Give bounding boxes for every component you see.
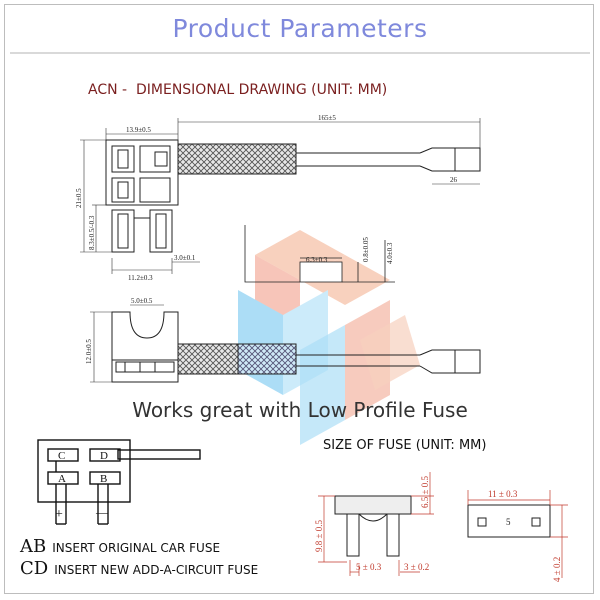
legend-code-ab: AB <box>20 536 47 557</box>
side-view-drawing <box>111 311 481 383</box>
caption-low-profile: Works great with Low Profile Fuse <box>132 398 468 422</box>
slot-c-label: C <box>58 450 65 462</box>
page-frame <box>4 4 594 594</box>
fuse-top-dimensions <box>467 490 568 578</box>
dim-height-total: 21±0.5 <box>75 188 83 208</box>
plus-label: + <box>55 507 63 522</box>
minus-label: — <box>95 505 109 519</box>
dimension-lines-top <box>80 118 481 274</box>
braided-sleeve <box>177 143 297 175</box>
title-divider <box>10 52 590 54</box>
fuse-size-title: SIZE OF FUSE (UNIT: MM) <box>323 438 487 453</box>
fuse-dim-gap: 3 ± 0.2 <box>404 562 429 572</box>
legend-text-cd: INSERT NEW ADD-A-CIRCUIT FUSE <box>54 563 259 577</box>
wire-terminal <box>419 147 481 172</box>
fuse-side-dimensions <box>318 472 434 576</box>
dim-length: 165±5 <box>318 114 336 122</box>
fuse-rating: 5 <box>506 517 511 527</box>
circuit-diagram <box>37 439 201 525</box>
dim-side-top: 5.0±0.5 <box>131 297 153 305</box>
legend-code-cd: CD <box>20 558 49 579</box>
fuse-dim-width: 11 ± 0.3 <box>488 489 518 499</box>
legend-item-ab: AB INSERT ORIGINAL CAR FUSE <box>20 536 220 557</box>
dimension-lines-side <box>90 304 164 383</box>
dim-slot-width: 6.3±0.3 <box>306 256 328 264</box>
dim-width-bottom: 11.2±0.3 <box>128 274 153 282</box>
page-title: Product Parameters <box>172 14 428 43</box>
legend-item-cd: CD INSERT NEW ADD-A-CIRCUIT FUSE <box>20 558 258 579</box>
fuse-dim-height: 9.8 ± 0.5 <box>314 520 324 552</box>
fuse-dim-thickness: 4 ± 0.2 <box>552 557 562 582</box>
dim-terminal: 26 <box>450 176 458 184</box>
dim-height-lower: 8.3±0.5/-0.3 <box>88 215 96 250</box>
dim-side-height: 12.0±0.5 <box>85 339 93 364</box>
fuse-side-drawing <box>334 495 412 557</box>
top-view-drawing <box>105 139 481 253</box>
fuse-dim-blade: 5 ± 0.3 <box>356 562 382 572</box>
legend-text-ab: INSERT ORIGINAL CAR FUSE <box>52 541 221 555</box>
fuse-top-drawing <box>467 504 551 538</box>
dim-slot-depth: 0.8±0.05 <box>362 237 370 262</box>
slot-d-label: D <box>100 450 108 462</box>
slot-b-label: B <box>100 473 107 485</box>
fuse-dim-upper: 6.5 ± 0.5 <box>420 476 430 508</box>
slot-a-label: A <box>58 473 66 485</box>
dim-gap: 3.0±0.1 <box>174 254 196 262</box>
dim-slot-height: 4.0±0.3 <box>386 242 394 264</box>
watermark-logo <box>238 230 420 445</box>
dim-width-top: 13.9±0.5 <box>126 126 151 134</box>
drawing-title: ACN - DIMENSIONAL DRAWING (UNIT: MM) <box>88 82 388 98</box>
slot-detail-drawing <box>244 225 395 283</box>
